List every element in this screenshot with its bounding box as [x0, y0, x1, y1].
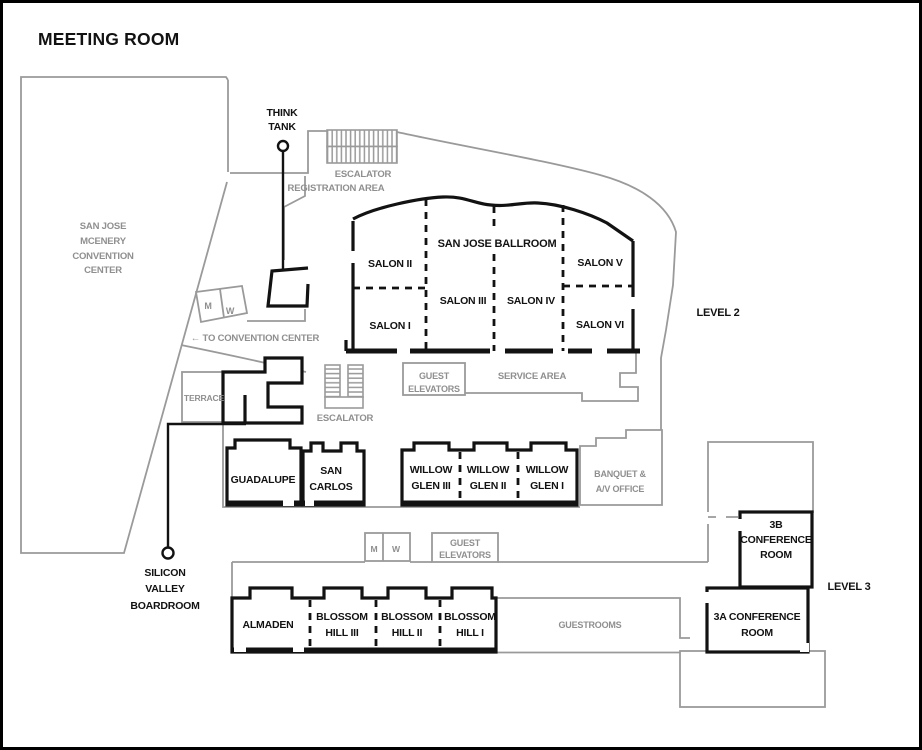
- convention-center-label-3: CONVENTION: [72, 251, 134, 262]
- corridor-lower-left: [222, 423, 580, 508]
- willow-glen-iii-label-2: GLEN III: [411, 480, 451, 492]
- restroom-m-l3-label: M: [371, 544, 378, 554]
- guestrooms-shape: [496, 597, 690, 654]
- san-carlos-shape: [301, 441, 366, 507]
- ballroom-label: SAN JOSE BALLROOM: [438, 238, 557, 250]
- blossom-hill-iii-label-1: BLOSSOM: [316, 611, 368, 623]
- hotel-corridor-line: [231, 561, 708, 598]
- guest-elevators-l3-shape: [431, 532, 499, 563]
- salon-i-label: SALON I: [369, 320, 410, 332]
- san-jose-ballroom-shape: [344, 195, 640, 354]
- willow-glen-i-label-1: WILLOW: [526, 464, 569, 476]
- service-area-outline: [465, 351, 639, 402]
- blossom-hill-ii-label-1: BLOSSOM: [381, 611, 433, 623]
- conference-3b-label-3: ROOM: [760, 549, 792, 561]
- blossom-hill-iii-label-2: HILL III: [325, 627, 358, 639]
- banquet-av-office-shape: [579, 429, 663, 506]
- building-boundary-level2: [396, 131, 677, 430]
- terrace-label: TERRACE: [184, 393, 225, 403]
- convention-center-label-2: MCENERY: [80, 236, 127, 247]
- blossom-hill-ii-label-2: HILL II: [392, 627, 423, 639]
- page-title: MEETING ROOM: [38, 29, 179, 49]
- convention-center-outline: [20, 76, 229, 554]
- guadalupe-label: GUADALUPE: [231, 474, 296, 486]
- salon-iv-label: SALON IV: [507, 295, 555, 307]
- salon-v-label: SALON V: [577, 257, 622, 269]
- conference-3b-label-1: 3B: [769, 519, 783, 531]
- escalator-upper-label: ESCALATOR: [335, 169, 392, 180]
- restroom-m-l2-label: M: [204, 301, 211, 311]
- restroom-w-l3-label: W: [392, 544, 401, 554]
- guadalupe-shape: [225, 438, 303, 507]
- willow-glen-ii-label-1: WILLOW: [467, 464, 510, 476]
- willow-glen-i-label-2: GLEN I: [530, 480, 564, 492]
- silicon-valley-boardroom-label-1: SILICON: [144, 567, 185, 579]
- guestrooms-label: GUESTROOMS: [558, 620, 621, 630]
- restroom-corridor-line: [247, 309, 306, 322]
- salon-dividers: [353, 199, 633, 351]
- guest-elevators-l2-label-1: GUEST: [419, 371, 450, 381]
- guest-elevators-l3-label-1: GUEST: [450, 538, 481, 548]
- escalator-lower-shape: [324, 364, 364, 409]
- willow-glen-shape: [400, 441, 579, 507]
- guest-elevators-l2-shape: [402, 362, 466, 396]
- escalator-lower-label: ESCALATOR: [317, 413, 374, 424]
- level-2-label: LEVEL 2: [696, 307, 739, 319]
- service-area-label: SERVICE AREA: [498, 371, 567, 382]
- think-tank-label-2: TANK: [268, 121, 296, 133]
- restroom-w-l2-label: W: [226, 306, 235, 316]
- blossom-hill-i-label-2: HILL I: [456, 627, 484, 639]
- conference-3b-label-2: CONFERENCE: [740, 534, 812, 546]
- convention-center-label-4: CENTER: [84, 265, 122, 276]
- to-convention-center-label: ← TO CONVENTION CENTER: [191, 333, 320, 344]
- banquet-av-office-label-1: BANQUET &: [594, 469, 646, 479]
- san-carlos-label-2: CARLOS: [309, 481, 352, 493]
- almaden-blossom-row-shape: [230, 586, 498, 654]
- guest-elevators-l2-label-2: ELEVATORS: [408, 384, 460, 394]
- restrooms-l2-shape: [194, 284, 249, 324]
- level-3-label: LEVEL 3: [827, 581, 870, 593]
- silicon-valley-boardroom-indicator: [161, 422, 246, 560]
- almaden-label: ALMADEN: [242, 619, 293, 631]
- escalator-upper-shape: [326, 129, 398, 164]
- level3-outline: [707, 441, 814, 562]
- conference-3a-shape: [703, 586, 810, 654]
- think-tank-shape: [266, 139, 310, 308]
- boardroom-lobby-shape: [221, 356, 304, 425]
- silicon-valley-boardroom-label-2: VALLEY: [145, 583, 185, 595]
- conference-3a-label-2: ROOM: [741, 627, 773, 639]
- conference-3b-shape: [736, 510, 814, 589]
- guest-elevators-l3-label-2: ELEVATORS: [439, 550, 491, 560]
- salon-iii-label: SALON III: [440, 295, 487, 307]
- salon-vi-label: SALON VI: [576, 319, 624, 331]
- conference-3a-label-1: 3A CONFERENCE: [714, 611, 801, 623]
- think-tank-label-1: THINK: [266, 107, 298, 119]
- willow-glen-ii-label-2: GLEN II: [470, 480, 507, 492]
- blossom-hill-i-label-1: BLOSSOM: [444, 611, 496, 623]
- banquet-av-office-label-2: A/V OFFICE: [596, 484, 645, 494]
- san-carlos-label-1: SAN: [320, 465, 342, 477]
- silicon-valley-boardroom-label-3: BOARDROOM: [130, 600, 200, 612]
- salon-ii-label: SALON II: [368, 258, 412, 270]
- convention-center-label-1: SAN JOSE: [80, 221, 126, 232]
- willow-glen-iii-label-1: WILLOW: [410, 464, 453, 476]
- registration-area-label: REGISTRATION AREA: [288, 183, 385, 194]
- restrooms-l3-shape: [364, 532, 411, 562]
